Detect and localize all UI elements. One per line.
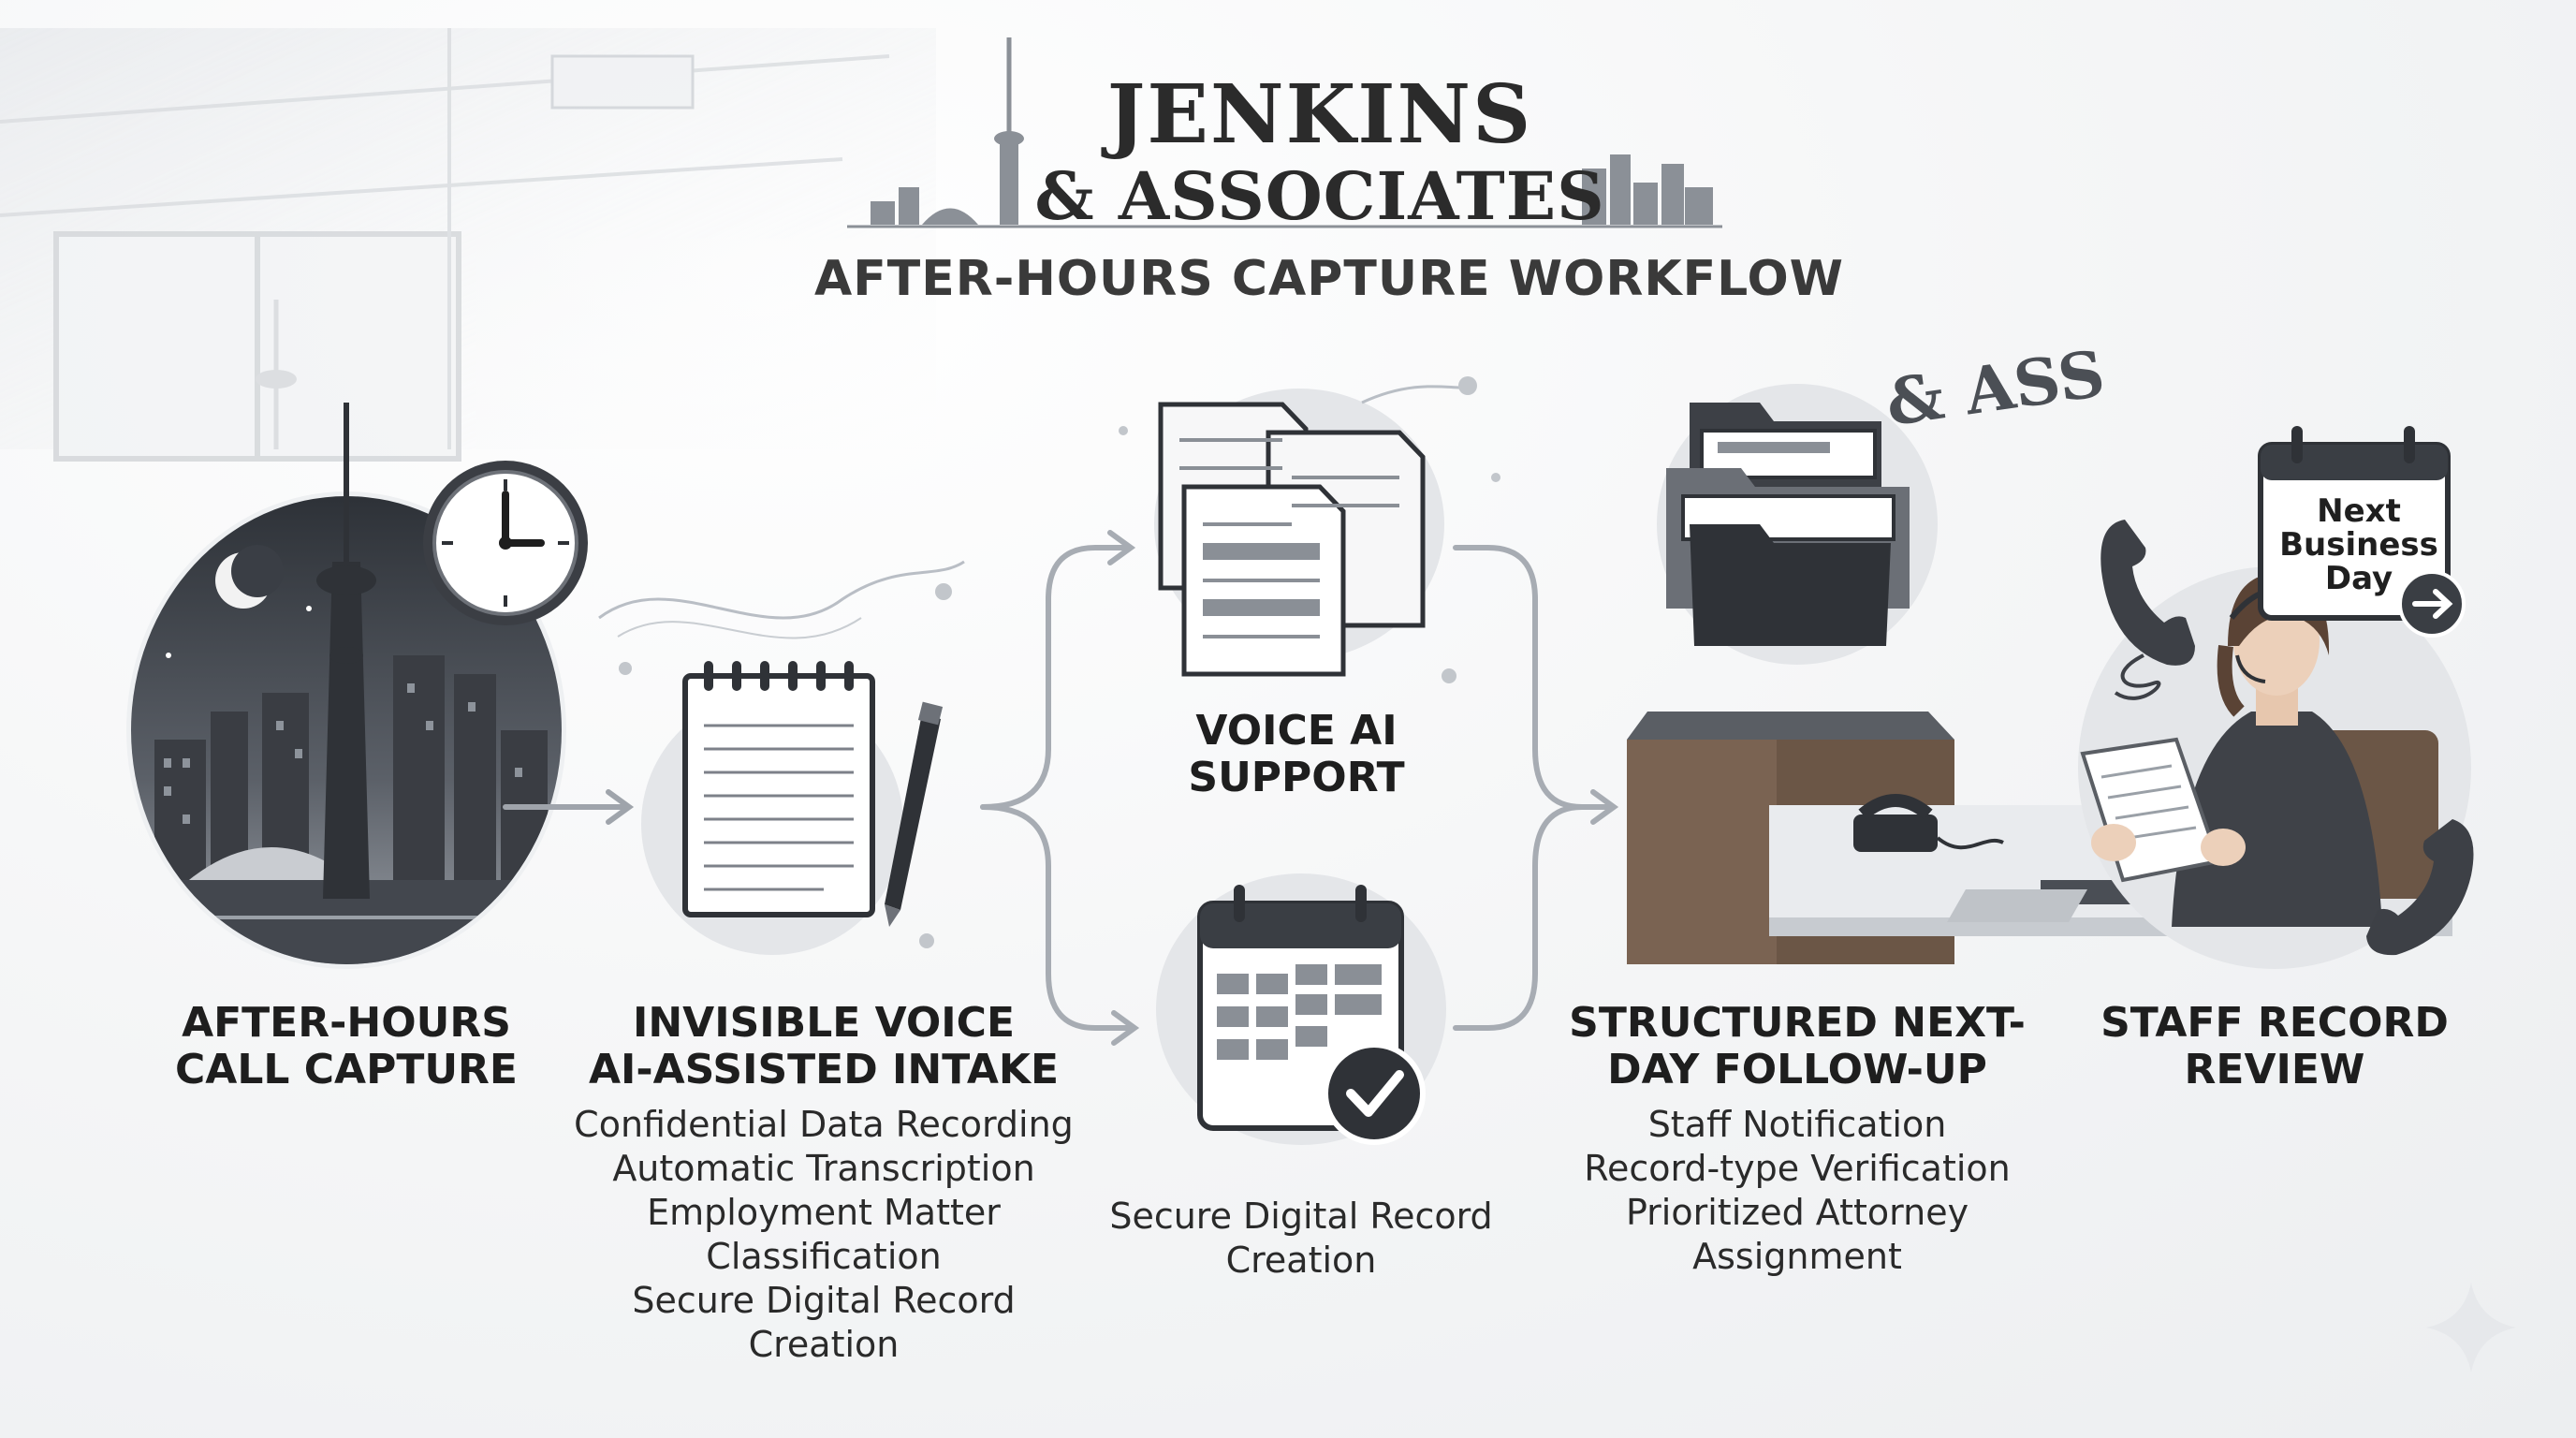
brand-name-line2: & ASSOCIATES bbox=[1034, 157, 1605, 235]
step-title-line: SUPPORT bbox=[1188, 754, 1405, 801]
step-voice-ai-intake: INVISIBLE VOICE AI-ASSISTED INTAKE Confi… bbox=[552, 1000, 1095, 1367]
calendar-sign-text: Next Business Day bbox=[2265, 494, 2452, 595]
flow-arrow-1 bbox=[503, 789, 635, 825]
step-voice-ai-support: VOICE AI SUPPORT bbox=[1123, 708, 1470, 801]
notepad-icon bbox=[682, 661, 875, 917]
header-skyline bbox=[847, 37, 1722, 228]
calendar-sign-line3: Day bbox=[2324, 560, 2393, 597]
workflow-subtitle: AFTER-HOURS CAPTURE WORKFLOW bbox=[813, 251, 1845, 307]
office-background bbox=[0, 28, 936, 462]
step-detail-line: Secure Digital Record bbox=[1109, 1196, 1493, 1237]
step-secure-record-creation: Secure Digital Record Creation bbox=[1076, 1195, 1526, 1283]
step-detail-line: Creation bbox=[748, 1324, 900, 1365]
step-detail-line: Record-type Verification bbox=[1584, 1148, 2011, 1189]
step-detail-line: Staff Notification bbox=[1647, 1104, 1947, 1145]
file-folders-icon bbox=[1657, 384, 1938, 665]
calendar-sign-line1: Next bbox=[2317, 492, 2401, 530]
step-detail-line: Secure Digital Record bbox=[632, 1280, 1016, 1321]
step-after-hours-call-capture: AFTER-HOURS CALL CAPTURE bbox=[140, 1000, 552, 1093]
step-detail-line: Employment Matter bbox=[647, 1192, 1001, 1233]
step-detail-line: Creation bbox=[1225, 1240, 1377, 1281]
step-detail-line: Prioritized Attorney bbox=[1625, 1192, 1969, 1233]
paper-in-hand bbox=[2080, 737, 2246, 883]
calendar-check-icon bbox=[1156, 873, 1446, 1145]
step-title-line: STAFF RECORD bbox=[2100, 999, 2449, 1047]
telephone-icon bbox=[2366, 819, 2474, 956]
step-detail-line: Confidential Data Recording bbox=[574, 1104, 1074, 1145]
flow-branch-1 bbox=[980, 530, 1140, 1046]
step-detail-line: Automatic Transcription bbox=[612, 1148, 1035, 1189]
step-title-line: AFTER-HOURS bbox=[182, 999, 511, 1047]
intake-illustration bbox=[598, 560, 965, 955]
step-title-line: DAY FOLLOW-UP bbox=[1607, 1046, 1987, 1093]
brand-name-line1: JENKINS bbox=[1106, 67, 1533, 162]
step-staff-record-review: STAFF RECORD REVIEW bbox=[2059, 1000, 2490, 1093]
step-structured-follow-up: STRUCTURED NEXT- DAY FOLLOW-UP Staff Not… bbox=[1535, 1000, 2059, 1279]
sparkle-icon bbox=[2426, 1283, 2516, 1372]
step-title-line: VOICE AI bbox=[1195, 707, 1398, 755]
documents-icon bbox=[1119, 376, 1500, 683]
clock-icon bbox=[423, 461, 588, 625]
step-title-line: AI-ASSISTED INTAKE bbox=[588, 1046, 1060, 1093]
step-detail-line: Classification bbox=[706, 1236, 942, 1277]
step-title-line: STRUCTURED NEXT- bbox=[1569, 999, 2026, 1047]
step-title-line: INVISIBLE VOICE bbox=[632, 999, 1016, 1047]
night-city-illustration bbox=[126, 403, 588, 969]
step-title-line: REVIEW bbox=[2184, 1046, 2365, 1093]
person-figure bbox=[2172, 573, 2382, 927]
step-title-line: CALL CAPTURE bbox=[174, 1046, 518, 1093]
flow-merge bbox=[1453, 545, 1619, 1031]
calendar-arrow-icon bbox=[2258, 426, 2466, 638]
desk-phone bbox=[1853, 794, 2004, 852]
step-detail-line: Assignment bbox=[1692, 1236, 1902, 1277]
staff-review-illustration bbox=[2078, 426, 2474, 969]
telephone-icon bbox=[2100, 520, 2195, 700]
pen-icon bbox=[885, 701, 944, 927]
calendar-sign-line2: Business bbox=[2279, 526, 2438, 564]
